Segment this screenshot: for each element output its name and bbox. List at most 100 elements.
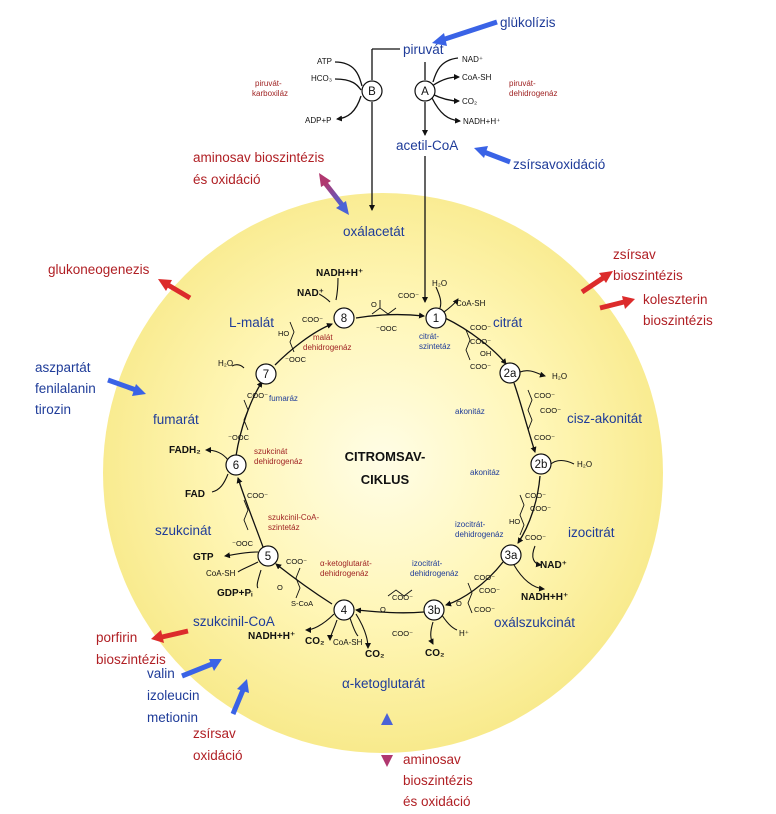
- step-B: B: [361, 80, 383, 102]
- svg-text:COO⁻: COO⁻: [247, 391, 268, 400]
- aconitase-1: akonitáz: [455, 407, 485, 416]
- malate-dh-1: malát: [313, 333, 333, 342]
- coash-1-label: CoA-SH: [456, 299, 486, 308]
- amino-acid-top-line1: aminosav bioszintézis: [193, 150, 325, 165]
- succinyl-coa-synthetase-2: szintetáz: [268, 523, 300, 532]
- svg-text:COO⁻: COO⁻: [392, 593, 413, 602]
- step-2b: 2b: [530, 453, 552, 475]
- alpha-kg-dh-1: α-ketoglutarát-: [320, 559, 372, 568]
- svg-text:COO⁻: COO⁻: [479, 586, 500, 595]
- aconitase-2: akonitáz: [470, 468, 500, 477]
- aspartate-line3: tirozin: [35, 402, 71, 417]
- fatty-acid-oxidation-bottom-line1: zsírsav: [193, 726, 236, 741]
- coash-a-label: CoA-SH: [462, 73, 492, 82]
- svg-text:O: O: [371, 300, 377, 309]
- cycle-arrows: [235, 312, 541, 614]
- amino-acid-bottom-line2: bioszintézis: [403, 773, 473, 788]
- amino-acid-bottom-line1: aminosav: [403, 752, 461, 767]
- pyruvate-entry: [334, 48, 461, 303]
- atp-label: ATP: [317, 57, 332, 66]
- adp-label: ADP+P: [305, 116, 331, 125]
- svg-text:HO: HO: [509, 517, 520, 526]
- svg-text:HO: HO: [278, 329, 289, 338]
- amino-acid-arrow-bottom: [381, 713, 393, 767]
- co2-a-label: CO₂: [462, 97, 477, 106]
- fatty-acid-synthesis-arrow: [580, 271, 613, 295]
- svg-text:2b: 2b: [535, 459, 548, 471]
- co2-4b-label: CO₂: [365, 649, 384, 660]
- gluconeogenesis-arrow: [158, 279, 192, 301]
- valine-line1: valin: [147, 666, 175, 681]
- svg-text:S-CoA: S-CoA: [291, 599, 313, 608]
- step-2a: 2a: [499, 362, 521, 384]
- cholesterol-synthesis-arrow: [599, 296, 635, 311]
- aspartate-line2: fenilalanin: [35, 381, 96, 396]
- step-A: A: [414, 80, 436, 102]
- svg-text:COO⁻: COO⁻: [398, 291, 419, 300]
- l-malate-label: L-malát: [229, 315, 274, 330]
- amino-acid-top-line2: és oxidáció: [193, 172, 261, 187]
- porphyrin-line2: bioszintézis: [96, 652, 166, 667]
- svg-text:⁻OOC: ⁻OOC: [285, 355, 307, 364]
- cycle-title-line1: CITROMSAV-: [345, 449, 426, 464]
- citrate-synthase-2: szintetáz: [419, 342, 451, 351]
- glycolysis-label: glükolízis: [500, 15, 556, 30]
- svg-text:⁻OOC: ⁻OOC: [228, 433, 250, 442]
- svg-text:COO⁻: COO⁻: [534, 391, 555, 400]
- svg-text:COO⁻: COO⁻: [247, 491, 268, 500]
- pyruvate-dehydrogenase-2: dehidrogenáz: [509, 89, 557, 98]
- fatty-acid-oxidation-arrow-top: [474, 146, 511, 165]
- svg-text:3b: 3b: [428, 605, 441, 617]
- chemical-labels: COO⁻ O ⁻OOC COO⁻ COO⁻ OH COO⁻ COO⁻ COO⁻ …: [228, 291, 561, 638]
- fad-label: FAD: [185, 489, 205, 500]
- pyruvate-dehydrogenase-1: piruvát-: [509, 79, 536, 88]
- coash-5-label: CoA-SH: [206, 569, 236, 578]
- fatty-acid-synthesis-line2: bioszintézis: [613, 268, 683, 283]
- valine-line3: metionin: [147, 710, 198, 725]
- svg-text:3a: 3a: [505, 550, 518, 562]
- step-3b: 3b: [423, 599, 445, 621]
- chemical-structures: [243, 300, 533, 614]
- nadh-4-label: NADH+H⁺: [248, 631, 295, 642]
- nad-8-label: NAD⁺: [297, 288, 324, 299]
- amino-acid-arrow-top: [319, 173, 349, 215]
- svg-text:COO⁻: COO⁻: [470, 323, 491, 332]
- fumarate-label: fumarát: [153, 412, 199, 427]
- glycolysis-arrow: [432, 19, 498, 46]
- isocitrate-dh-b-2: dehidrogenáz: [410, 569, 458, 578]
- fumarase-label: fumaráz: [269, 394, 298, 403]
- cycle-sphere: [103, 193, 663, 753]
- svg-text:O: O: [380, 605, 386, 614]
- step-8: 8: [333, 307, 355, 329]
- isocitrate-label: izocitrát: [568, 525, 615, 540]
- gluconeogenesis-label: glukoneogenezis: [48, 262, 150, 277]
- svg-text:B: B: [368, 86, 376, 98]
- h-3b-label: H⁺: [459, 629, 469, 638]
- succinate-dh-2: dehidrogenáz: [254, 457, 302, 466]
- gtp-label: GTP: [193, 552, 214, 563]
- svg-text:COO⁻: COO⁻: [540, 406, 561, 415]
- h2o-2b-label: H₂O: [577, 460, 592, 469]
- svg-text:4: 4: [341, 605, 348, 617]
- svg-text:COO⁻: COO⁻: [286, 557, 307, 566]
- fadh2-label: FADH₂: [169, 445, 201, 456]
- amino-acid-bottom-line3: és oxidáció: [403, 794, 471, 809]
- svg-text:⁻OOC: ⁻OOC: [232, 539, 254, 548]
- svg-text:COO⁻: COO⁻: [470, 362, 491, 371]
- nad-3a-label: NAD⁺: [540, 560, 567, 571]
- nad-a-label: NAD⁺: [462, 55, 483, 64]
- h2o-1-label: H₂O: [432, 279, 447, 288]
- fatty-acid-synthesis-line1: zsírsav: [613, 247, 656, 262]
- svg-text:⁻OOC: ⁻OOC: [376, 324, 398, 333]
- svg-text:7: 7: [263, 369, 269, 381]
- fatty-acid-oxidation-label: zsírsavoxidáció: [513, 157, 605, 172]
- succinyl-coa-label: szukcinil-CoA: [193, 614, 275, 629]
- svg-text:O: O: [277, 583, 283, 592]
- svg-text:COO⁻: COO⁻: [474, 573, 495, 582]
- gdp-label: GDP+Pᵢ: [217, 588, 253, 599]
- svg-text:COO⁻: COO⁻: [474, 605, 495, 614]
- svg-text:COO⁻: COO⁻: [470, 337, 491, 346]
- succinate-label: szukcinát: [155, 523, 212, 538]
- alpha-ketoglutarate-label: α-ketoglutarát: [342, 676, 425, 691]
